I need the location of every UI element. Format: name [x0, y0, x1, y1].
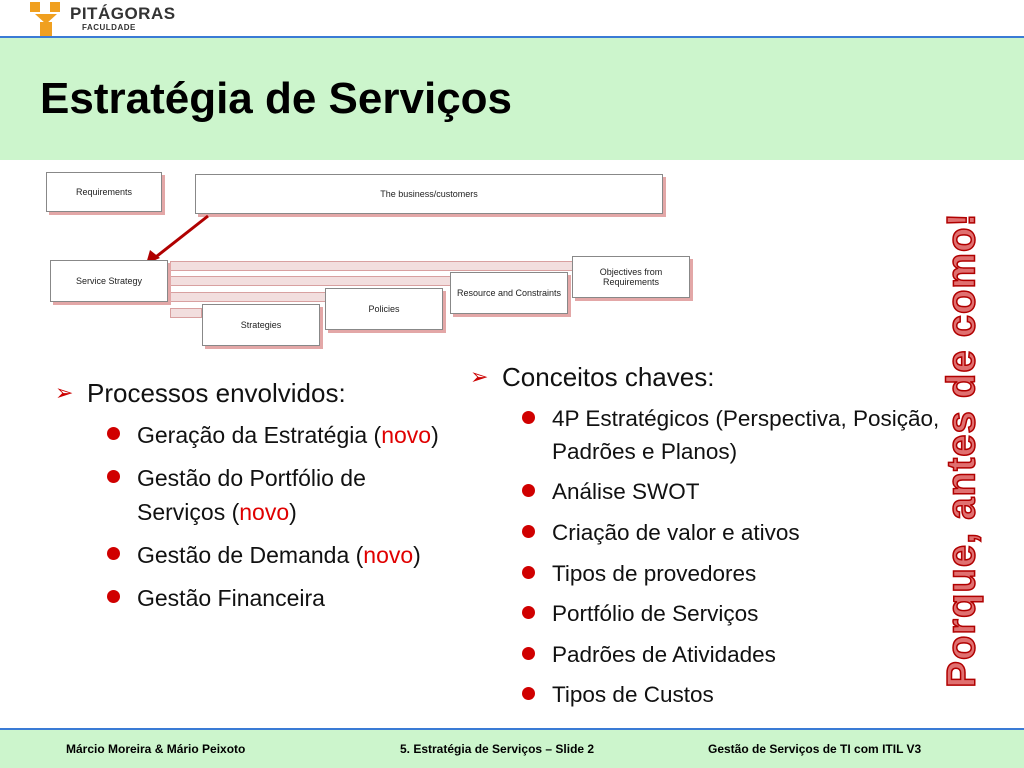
item-tail: ) [413, 542, 421, 569]
logo-icon [30, 2, 60, 36]
bullet-dot-icon [107, 427, 120, 440]
list-item: Padrões de Atividades [522, 639, 940, 672]
item-text: Portfólio de Serviços [552, 601, 759, 627]
new-tag: novo [363, 542, 414, 569]
concepts-list: ➢ Conceitos chaves: 4P Estratégicos (Per… [470, 362, 940, 720]
new-tag: novo [239, 498, 290, 525]
list-heading: ➢ Processos envolvidos: [55, 378, 455, 409]
callout-text: Porque, antes de como! [939, 212, 985, 689]
slide-title: Estratégia de Serviços [40, 74, 513, 123]
item-text: Tipos de Custos [552, 682, 714, 708]
bullet-dot-icon [522, 646, 535, 660]
concepts-heading: Conceitos chaves: [502, 362, 715, 392]
bullet-dot-icon [522, 524, 535, 538]
vertical-callout: Porque, antes de como! [938, 190, 986, 710]
bullet-dot-icon [107, 470, 120, 484]
list-item: Tipos de Custos [522, 679, 940, 712]
bullet-arrow-icon: ➢ [55, 380, 74, 405]
logo-subtitle: FACULDADE [82, 23, 136, 32]
flow-bar [170, 261, 577, 271]
item-text: Análise SWOT [552, 479, 700, 505]
service-strategy-box: Service Strategy [50, 260, 168, 302]
policies-box: Policies [325, 288, 443, 330]
footer-authors: Márcio Moreira & Mário Peixoto [66, 742, 246, 756]
list-item: 4P Estratégicos (Perspectiva, Posição, P… [522, 403, 940, 468]
item-text: Gestão do Portfólio de Serviços ( [137, 465, 366, 525]
strategy-diagram: Requirements The business/customers Serv… [40, 168, 700, 353]
item-text: 4P Estratégicos (Perspectiva, Posição, P… [552, 406, 940, 464]
bullet-dot-icon [522, 484, 535, 498]
bullet-dot-icon [522, 687, 535, 701]
resource-constraints-box: Resource and Constraints [450, 272, 568, 314]
footer-rule [0, 728, 1024, 730]
footer: Márcio Moreira & Mário Peixoto 5. Estrat… [0, 730, 1024, 768]
list-item: Portfólio de Serviços [522, 598, 940, 631]
bullet-dot-icon [522, 411, 535, 424]
list-item: Gestão Financeira [107, 582, 455, 615]
objectives-box: Objectives from Requirements [572, 256, 690, 298]
bullet-dot-icon [107, 590, 120, 604]
footer-course: Gestão de Serviços de TI com ITIL V3 [708, 742, 922, 756]
title-band [0, 36, 1024, 160]
footer-slide: 5. Estratégia de Serviços – Slide 2 [400, 742, 595, 756]
list-item: Tipos de provedores [522, 558, 940, 591]
bullet-arrow-icon: ➢ [470, 364, 489, 389]
header-bar: PITÁGORAS FACULDADE [0, 0, 1024, 36]
flow-bar [170, 276, 452, 286]
processes-list: ➢ Processos envolvidos: Geração da Estra… [55, 378, 455, 626]
list-heading: ➢ Conceitos chaves: [470, 362, 940, 393]
flow-bar [170, 292, 327, 302]
list-item: Geração da Estratégia (novo) [107, 419, 455, 452]
new-tag: novo [381, 422, 432, 448]
processes-heading: Processos envolvidos: [87, 378, 346, 408]
item-text: Criação de valor e ativos [552, 519, 800, 545]
requirements-box: Requirements [46, 172, 162, 212]
list-item: Gestão do Portfólio de Serviços (novo) [107, 462, 455, 529]
item-text: Tipos de provedores [552, 560, 757, 586]
item-text: Geração da Estratégia ( [137, 422, 382, 448]
item-text: Gestão Financeira [137, 585, 325, 612]
list-item: Gestão de Demanda (novo) [107, 539, 455, 572]
item-tail: ) [431, 422, 439, 448]
bullet-dot-icon [107, 547, 120, 561]
business-customers-box: The business/customers [195, 174, 663, 214]
flow-bar [170, 308, 202, 318]
item-tail: ) [289, 498, 297, 525]
item-text: Gestão de Demanda ( [137, 542, 364, 569]
list-item: Criação de valor e ativos [522, 517, 940, 550]
bullet-dot-icon [522, 606, 535, 620]
bullet-dot-icon [522, 565, 535, 579]
logo-name: PITÁGORAS [70, 4, 176, 23]
list-item: Análise SWOT [522, 476, 940, 509]
item-text: Padrões de Atividades [552, 641, 776, 667]
strategies-box: Strategies [202, 304, 320, 346]
